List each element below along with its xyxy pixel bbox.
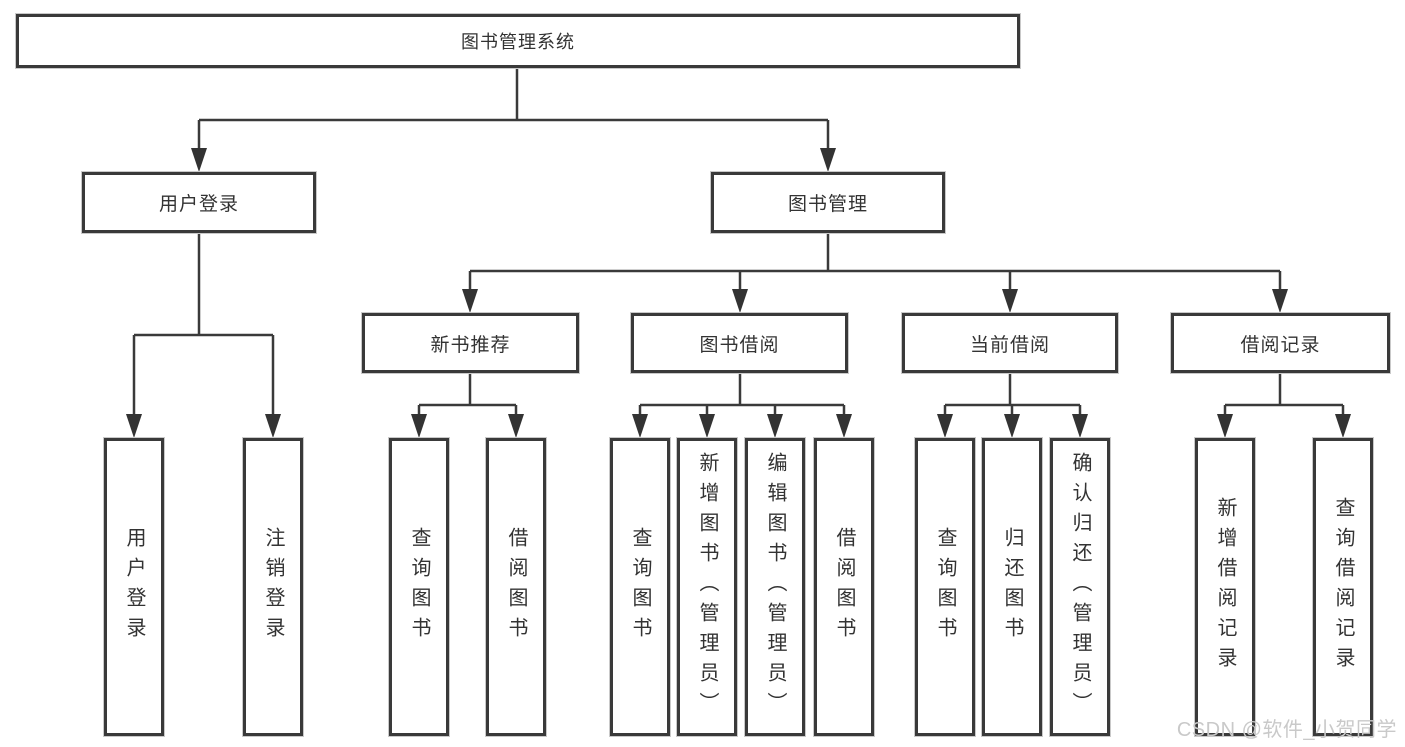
node-leaf-logout: 注销登录 [243, 438, 303, 736]
csdn-watermark: CSDN @软件_小贺同学 [1176, 719, 1397, 741]
node-label: 新增图书（管理员） [696, 452, 718, 722]
node-leaf-query-books-2: 查询图书 [610, 438, 670, 736]
node-label: 查询借阅记录 [1332, 497, 1354, 677]
node-leaf-query-books-1: 查询图书 [389, 438, 449, 736]
arrow-bookborrow-c3 [767, 414, 783, 438]
node-current-borrowing: 当前借阅 [902, 313, 1118, 373]
node-label: 新增借阅记录 [1214, 497, 1236, 677]
arrow-borrowrecord-c1 [1217, 414, 1233, 438]
arrow-currentborrow-c2 [1004, 414, 1020, 438]
arrow-userlogin-c2 [265, 414, 281, 438]
node-label: 借阅图书 [833, 527, 855, 647]
node-book-borrowing: 图书借阅 [631, 313, 848, 373]
arrow-currentborrow-c3 [1072, 414, 1088, 438]
node-leaf-return-books: 归还图书 [982, 438, 1042, 736]
node-label: 新书推荐 [430, 334, 511, 356]
node-leaf-borrow-books-2: 借阅图书 [814, 438, 874, 736]
node-label: 用户登录 [158, 194, 239, 215]
node-label: 用户登录 [123, 527, 145, 647]
node-leaf-edit-books-admin: 编辑图书（管理员） [745, 438, 805, 736]
node-label: 借阅记录 [1240, 334, 1321, 356]
node-user-login: 用户登录 [82, 172, 316, 233]
node-label: 当前借阅 [969, 334, 1050, 356]
node-label: 查询图书 [408, 527, 430, 647]
node-new-book-recommendation: 新书推荐 [362, 313, 579, 373]
node-label: 注销登录 [262, 527, 284, 647]
node-label: 借阅图书 [505, 527, 527, 647]
node-leaf-query-books-3: 查询图书 [915, 438, 975, 736]
node-label: 查询图书 [629, 527, 651, 647]
arrow-bookborrow-c1 [632, 414, 648, 438]
node-leaf-confirm-return-admin: 确认归还（管理员） [1050, 438, 1110, 736]
node-label: 编辑图书（管理员） [764, 452, 786, 722]
node-label: 归还图书 [1001, 527, 1023, 647]
node-leaf-query-borrow-record: 查询借阅记录 [1313, 438, 1373, 736]
arrow-bookborrow [732, 289, 748, 313]
arrow-bookborrow-c4 [836, 414, 852, 438]
arrow-newbook [462, 289, 478, 313]
node-borrowing-record: 借阅记录 [1171, 313, 1390, 373]
arrow-newbook-c2 [508, 414, 524, 438]
node-leaf-user-login: 用户登录 [104, 438, 164, 736]
arrow-bookmgmt [820, 148, 836, 172]
arrow-borrowrecord-c2 [1335, 414, 1351, 438]
arrow-userlogin-c1 [126, 414, 142, 438]
arrow-currentborrow [1002, 289, 1018, 313]
node-label: 图书管理 [787, 194, 868, 215]
arrow-currentborrow-c1 [937, 414, 953, 438]
node-label: 查询图书 [934, 527, 956, 647]
node-label: 图书借阅 [699, 334, 780, 356]
arrow-borrowrecord [1272, 289, 1288, 313]
node-label: 图书管理系统 [461, 32, 575, 52]
node-book-management: 图书管理 [711, 172, 945, 233]
node-leaf-add-borrow-record: 新增借阅记录 [1195, 438, 1255, 736]
arrow-newbook-c1 [411, 414, 427, 438]
node-leaf-borrow-books-1: 借阅图书 [486, 438, 546, 736]
arrow-userlogin [191, 148, 207, 172]
node-leaf-add-books-admin: 新增图书（管理员） [677, 438, 737, 736]
node-label: 确认归还（管理员） [1069, 452, 1091, 722]
node-library-management-system: 图书管理系统 [16, 14, 1020, 68]
arrow-bookborrow-c2 [699, 414, 715, 438]
